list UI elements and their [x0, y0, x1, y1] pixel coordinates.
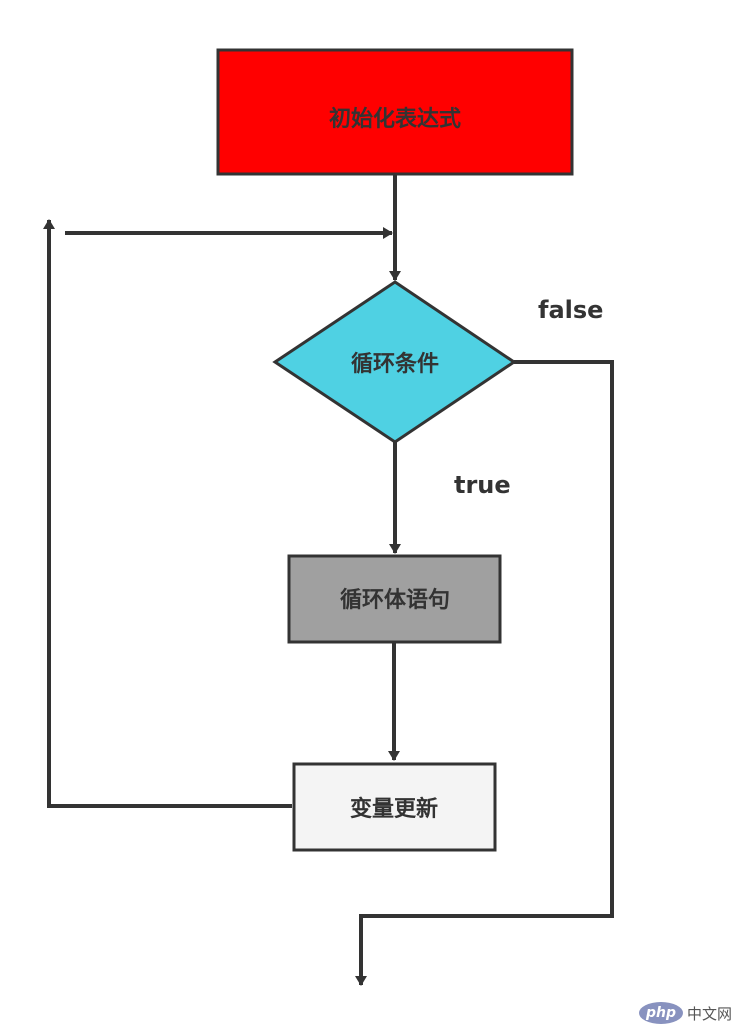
update-node-label: 变量更新 [350, 796, 438, 822]
body-node-label: 循环体语句 [340, 587, 450, 613]
condition-node: 循环条件 [272, 280, 517, 444]
body-node: 循环体语句 [287, 554, 502, 644]
init-node-box [216, 48, 574, 176]
php-logo-icon: php [638, 1002, 683, 1024]
false-edge-label: false [538, 296, 603, 324]
watermark-text: 中文网 [686, 1004, 732, 1023]
condition-node-label: 循环条件 [351, 351, 439, 377]
update-node-box [292, 762, 497, 852]
init-node-label: 初始化表达式 [329, 106, 461, 132]
init-node: 初始化表达式 [216, 48, 574, 176]
edge-update-loop-back [43, 219, 292, 808]
body-node-box [287, 554, 502, 644]
watermark: php 中文网 [638, 1002, 732, 1024]
edge-condition-exit [355, 360, 614, 986]
condition-node-diamond [272, 280, 517, 444]
update-node: 变量更新 [292, 762, 497, 852]
true-edge-label: true [454, 471, 511, 499]
